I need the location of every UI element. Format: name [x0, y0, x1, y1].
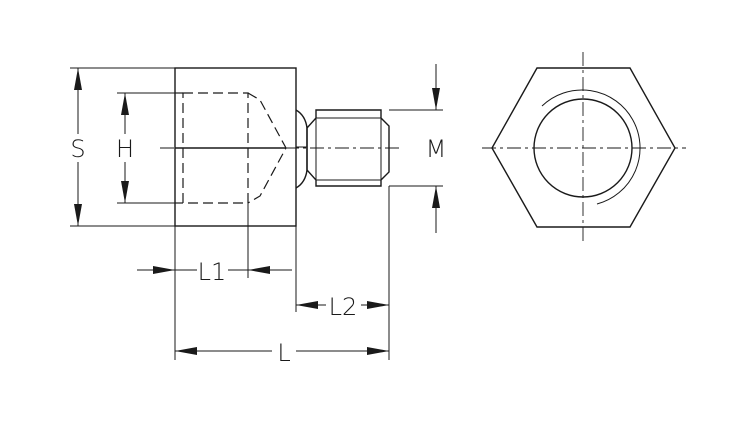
neck-groove	[295, 109, 308, 189]
dimension-h: H	[113, 92, 183, 204]
dimension-l1: L1	[137, 203, 292, 360]
dimension-s: S	[66, 67, 175, 227]
l2-label: L2	[329, 293, 358, 321]
m-arrow-top	[432, 88, 440, 110]
body-outline	[174, 67, 297, 227]
h-label: H	[116, 135, 134, 163]
h-arrow-bottom	[121, 181, 129, 203]
dimension-l: L	[175, 339, 389, 367]
s-arrow-top	[74, 68, 82, 90]
hexagon-outline	[491, 67, 676, 228]
m-arrow-bottom	[432, 186, 440, 208]
end-view	[482, 52, 686, 244]
l2-arrow-left	[296, 301, 318, 309]
h-arrow-top	[121, 93, 129, 115]
l-arrow-left	[175, 347, 197, 355]
side-view	[160, 67, 402, 227]
s-label: S	[70, 135, 85, 163]
l1-arrow-right	[248, 266, 270, 274]
l1-label: L1	[198, 258, 227, 286]
dimension-l2: L2	[295, 186, 390, 360]
s-arrow-bottom	[74, 204, 82, 226]
l-arrow-right	[367, 347, 389, 355]
l-label: L	[277, 339, 290, 367]
dimension-m: M	[389, 64, 446, 233]
l2-arrow-right	[367, 301, 389, 309]
l1-arrow-left	[153, 266, 175, 274]
thread-arc	[541, 89, 641, 205]
m-label: M	[426, 135, 447, 163]
